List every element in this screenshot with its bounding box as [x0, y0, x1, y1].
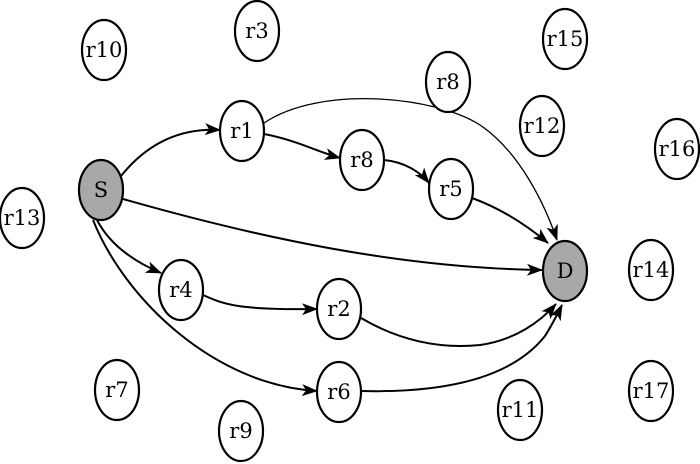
edge-S-to-r6 — [92, 219, 318, 397]
node-r1: r1 — [218, 99, 266, 163]
edge-S-to-D — [122, 198, 543, 276]
node-label: r15 — [547, 27, 584, 51]
node-label: r1 — [230, 119, 253, 143]
node-r15: r15 — [541, 7, 589, 71]
edge-S-to-r1 — [120, 123, 221, 177]
node-r5: r5 — [427, 157, 475, 221]
node-label: r16 — [659, 137, 696, 161]
node-circle — [157, 258, 205, 322]
node-r6: r6 — [315, 360, 363, 424]
edge-r1-to-r8b — [263, 133, 341, 160]
edge-r1-to-D — [263, 98, 558, 241]
node-circle — [518, 94, 566, 158]
edges-layer — [92, 98, 563, 397]
node-D: D — [541, 239, 589, 303]
node-circle — [315, 360, 363, 424]
node-label: r2 — [327, 297, 350, 321]
node-label: r4 — [169, 278, 192, 302]
node-r8a: r8 — [424, 50, 472, 114]
node-circle — [315, 277, 363, 341]
node-label: r5 — [439, 177, 462, 201]
node-label: r7 — [105, 378, 128, 402]
node-label: r6 — [327, 380, 350, 404]
node-circle — [77, 158, 125, 222]
node-label: r11 — [502, 398, 539, 422]
node-r12: r12 — [518, 94, 566, 158]
node-r17: r17 — [627, 359, 675, 423]
node-circle — [218, 99, 266, 163]
node-circle — [653, 117, 700, 181]
node-circle — [424, 50, 472, 114]
node-r10: r10 — [80, 18, 128, 82]
node-r2: r2 — [315, 277, 363, 341]
node-r9: r9 — [217, 399, 265, 463]
node-circle — [80, 18, 128, 82]
node-label: r10 — [86, 38, 123, 62]
node-circle — [627, 238, 675, 302]
node-r3: r3 — [233, 0, 281, 63]
node-label: D — [557, 259, 574, 283]
edge-S-to-r4 — [96, 219, 162, 274]
node-r7: r7 — [93, 358, 141, 422]
node-circle — [627, 359, 675, 423]
node-label: S — [94, 178, 108, 202]
node-label: r3 — [245, 19, 268, 43]
edge-r6-to-D — [360, 304, 563, 393]
node-circle — [0, 186, 46, 250]
edge-r4-to-r2 — [202, 294, 318, 316]
node-circle — [217, 399, 265, 463]
node-r4: r4 — [157, 258, 205, 322]
node-label: r8 — [436, 70, 459, 94]
node-circle — [233, 0, 281, 63]
node-label: r13 — [4, 206, 41, 230]
node-r16: r16 — [653, 117, 700, 181]
edge-r2-to-D — [360, 303, 557, 347]
edge-r5-to-D — [471, 197, 549, 244]
node-circle — [93, 358, 141, 422]
node-circle — [541, 239, 589, 303]
node-S: S — [77, 158, 125, 222]
node-r11: r11 — [496, 378, 544, 442]
node-label: r8 — [350, 148, 373, 172]
node-label: r17 — [633, 379, 670, 403]
node-r13: r13 — [0, 186, 46, 250]
edge-r8b-to-r5 — [383, 159, 430, 184]
node-circle — [541, 7, 589, 71]
node-circle — [427, 157, 475, 221]
node-circle — [496, 378, 544, 442]
node-label: r12 — [524, 114, 561, 138]
node-r8b: r8 — [338, 128, 386, 192]
node-circle — [338, 128, 386, 192]
node-label: r14 — [633, 258, 670, 282]
node-r14: r14 — [627, 238, 675, 302]
node-label: r9 — [229, 419, 252, 443]
